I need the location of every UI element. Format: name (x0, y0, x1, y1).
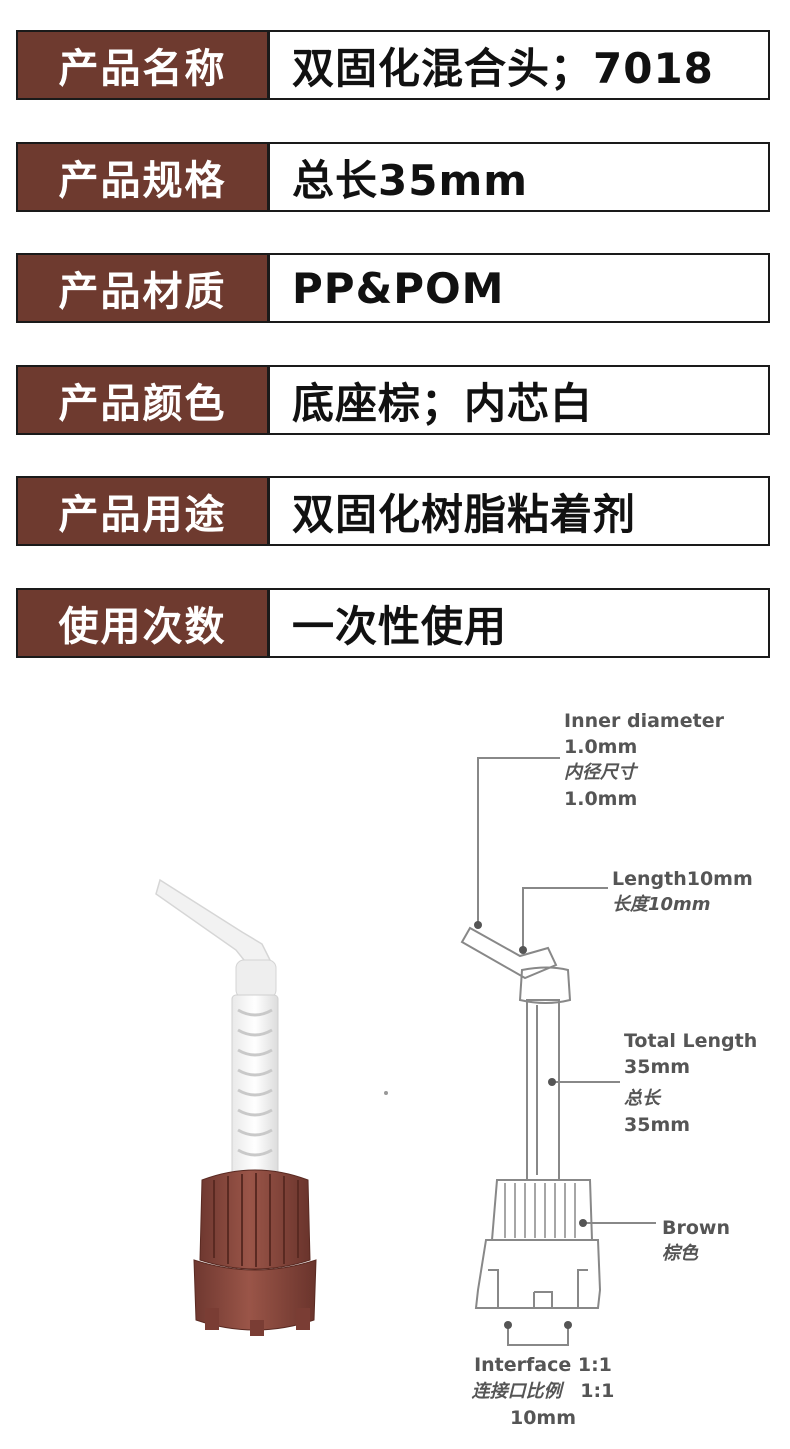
spec-value: 总长35mm (292, 155, 528, 205)
spec-label: 产品颜色 (18, 367, 270, 433)
inner-diameter-callout: Inner diameter 1.0mm 内径尺寸 1.0mm (564, 708, 724, 812)
inner-diameter-cn: 内径尺寸 (564, 762, 636, 783)
inner-diameter-leader (477, 757, 560, 925)
inner-diameter-en-value: 1.0mm (564, 736, 638, 758)
color-cn: 棕色 (662, 1243, 698, 1264)
spec-row-material: 产品材质 PP&POM (16, 253, 770, 323)
spec-row-usage: 产品用途 双固化树脂粘着剂 (16, 476, 770, 546)
total-length-en-value: 35mm (624, 1056, 691, 1078)
spec-value: 底座棕；内芯白 (292, 378, 594, 428)
spec-value: 一次性使用 (292, 601, 508, 651)
length-en: Length10mm (612, 868, 753, 890)
spec-label: 产品用途 (18, 478, 270, 544)
spec-row-color: 产品颜色 底座棕；内芯白 (16, 365, 770, 435)
color-callout: Brown 棕色 (662, 1215, 730, 1267)
total-length-callout: Total Length 35mm 总长 35mm (624, 1028, 757, 1138)
spec-label: 产品材质 (18, 255, 270, 321)
interface-leader (507, 1325, 569, 1346)
interface-cn: 连接口比例 (471, 1381, 562, 1402)
interface-cn-ratio: 1:1 (580, 1380, 615, 1402)
spec-row-name: 产品名称 双固化混合头；7018 (16, 30, 770, 100)
color-en: Brown (662, 1217, 730, 1239)
length-cn: 长度10mm (612, 894, 711, 915)
interface-callout: Interface 1:1 连接口比例 1:1 10mm (468, 1352, 618, 1431)
spec-label: 产品规格 (18, 144, 270, 210)
spec-value: 双固化树脂粘着剂 (292, 489, 637, 539)
total-length-cn-value: 35mm (624, 1114, 691, 1136)
spec-label: 产品名称 (18, 32, 270, 98)
product-diagram: Inner diameter 1.0mm 内径尺寸 1.0mm Length10… (0, 680, 790, 1449)
spec-row-size: 产品规格 总长35mm (16, 142, 770, 212)
total-length-en: Total Length (624, 1030, 758, 1052)
interface-value: 10mm (509, 1407, 577, 1429)
total-length-cn: 总长 (624, 1088, 660, 1109)
length-leader (522, 887, 608, 948)
inner-diameter-cn-value: 1.0mm (564, 788, 638, 810)
length-callout: Length10mm 长度10mm (612, 866, 753, 918)
spec-row-times: 使用次数 一次性使用 (16, 588, 770, 658)
spec-value: 双固化混合头；7018 (292, 43, 714, 93)
interface-en: Interface 1:1 (474, 1354, 612, 1376)
mixing-tip-photo (155, 878, 388, 1336)
spec-value: PP&POM (292, 263, 505, 313)
inner-diameter-en: Inner diameter (564, 710, 724, 732)
mixing-tip-line-drawing (460, 757, 656, 1346)
spec-label: 使用次数 (18, 590, 270, 656)
